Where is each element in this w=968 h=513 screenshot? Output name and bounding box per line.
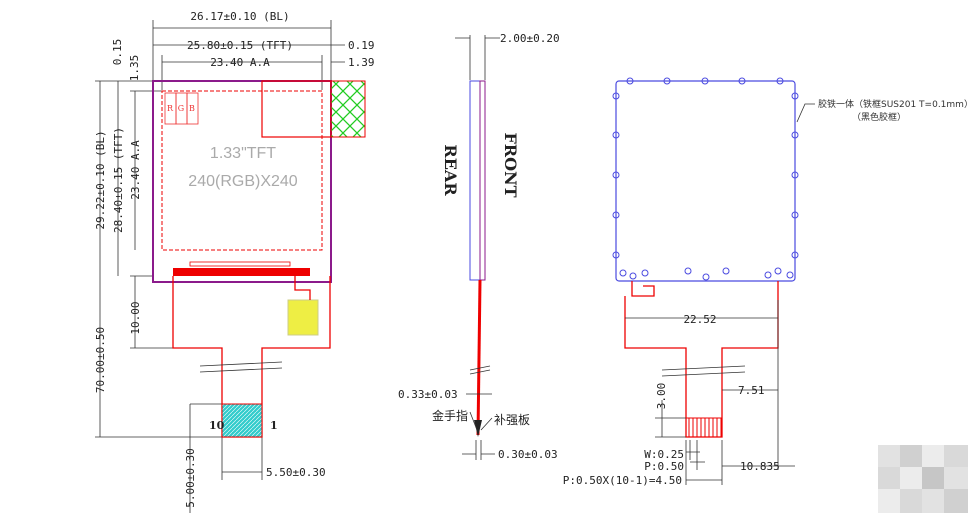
dim-tft-width: 25.80±0.15 (TFT) <box>187 39 293 52</box>
pin-right-label: 1 <box>270 419 278 432</box>
dim-stiffener: 0.30±0.03 <box>498 448 558 461</box>
dim-offset: 7.51 <box>738 384 765 397</box>
dim-fpc-10: 10.00 <box>129 301 142 334</box>
fpc-bond <box>173 268 310 276</box>
dim-total-height: 70.00±0.50 <box>94 327 107 393</box>
blurred-watermark <box>878 445 968 513</box>
dim-top-offset-2: 1.35 <box>128 55 141 82</box>
resolution: 240(RGB)X240 <box>188 173 297 190</box>
ic-area <box>261 80 332 138</box>
dim-fpc-thickness: 0.33±0.03 <box>398 388 458 401</box>
hatched-area <box>330 80 366 138</box>
dim-total-pitch: P:0.50X(10-1)=4.50 <box>563 474 682 487</box>
dim-fpc-width: 22.52 <box>683 313 716 326</box>
gold-finger-label: 金手指 <box>432 408 468 423</box>
rear-label: REAR <box>441 144 460 196</box>
dim-aa-height: 23.40 A.A <box>129 140 142 200</box>
dim-thickness: 2.00±0.20 <box>500 32 560 45</box>
dim-bl-width: 26.17±0.10 (BL) <box>190 10 289 23</box>
subpixel-g: G <box>178 104 184 113</box>
fpc-side <box>476 279 482 436</box>
front-label: FRONT <box>501 132 520 197</box>
gold-fingers <box>685 417 723 438</box>
active-area <box>161 90 323 251</box>
frame-holes <box>612 77 799 281</box>
dim-connector-width: 5.50±0.30 <box>266 466 326 479</box>
display-size: 1.33"TFT <box>210 145 276 162</box>
front-view: 26.17±0.10 (BL) 25.80±0.15 (TFT) 23.40 A… <box>94 10 375 513</box>
frame-note-1: 胶铁一体（铁框SUS201 T=0.1mm） <box>818 98 968 110</box>
dim-pitch: P:0.50 <box>644 460 684 473</box>
dim-tft-height: 28.40±0.15 (TFT) <box>112 127 125 233</box>
dim-connector-height: 5.00±0.30 <box>184 448 197 508</box>
component <box>287 299 319 336</box>
rear-view: 胶铁一体（铁框SUS201 T=0.1mm） （黑色胶框） 22.52 7.51… <box>563 77 968 487</box>
dim-right-offset-2: 1.39 <box>348 56 375 69</box>
subpixel-b: B <box>189 104 195 113</box>
side-view: 2.00±0.20 REAR FRONT 0.33±0.03 金手指 补强板 0… <box>398 32 560 461</box>
metal-frame <box>615 80 796 282</box>
pin-left-label: 10 <box>209 419 225 432</box>
dim-pin-width: W:0.25 <box>644 448 684 461</box>
backlight-outline <box>152 80 332 283</box>
rear-fpc-outline <box>624 281 779 438</box>
frame-note-2: （黑色胶框） <box>852 111 906 123</box>
dim-aa-width: 23.40 A.A <box>210 56 270 69</box>
rgb-pixel: R G B <box>164 92 199 125</box>
subpixel-r: R <box>167 104 174 113</box>
module-side <box>469 80 486 281</box>
dim-top-offset-1: 0.15 <box>111 39 124 66</box>
dim-finger-length: 3.00 <box>655 383 668 410</box>
stiffener-label: 补强板 <box>494 413 530 427</box>
dim-right-offset: 10.835 <box>740 460 780 473</box>
dim-right-offset-1: 0.19 <box>348 39 375 52</box>
connector-stiffener <box>221 403 263 438</box>
dim-bl-height: 29.22±0.10 (BL) <box>94 130 107 229</box>
